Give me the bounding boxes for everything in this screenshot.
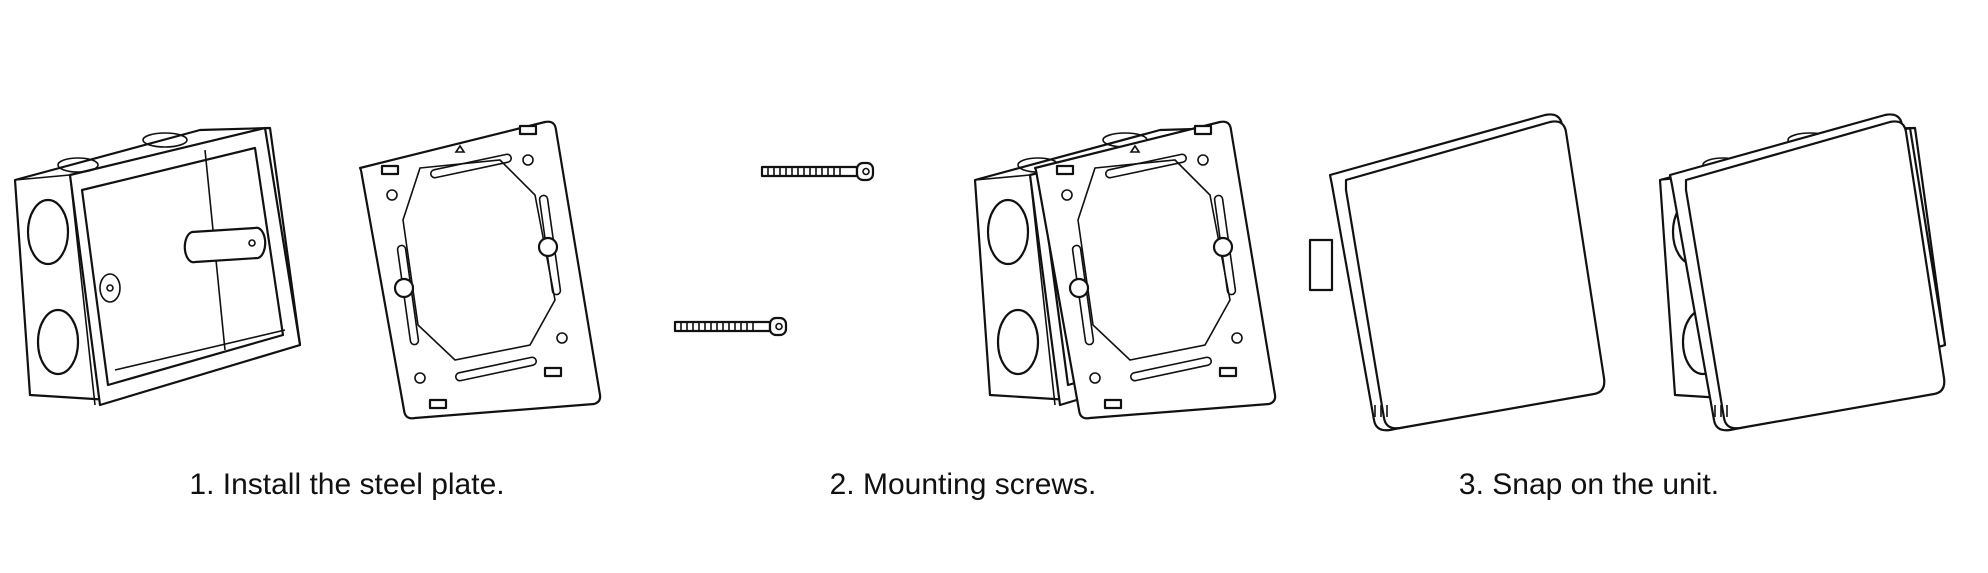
step-3-caption: 3. Snap on the unit. — [1458, 468, 1720, 501]
junction-box — [13, 126, 302, 407]
final-assembly — [1658, 113, 1947, 432]
step-1-caption: 1. Install the steel plate. — [189, 468, 505, 501]
step-2-caption: 2. Mounting screws. — [829, 468, 1097, 501]
box-with-plate-assembly — [973, 120, 1277, 420]
steel-plate — [358, 120, 602, 420]
screw-top — [760, 161, 875, 182]
unit-snapped-side — [1308, 113, 1606, 432]
screw-bottom — [673, 316, 788, 337]
